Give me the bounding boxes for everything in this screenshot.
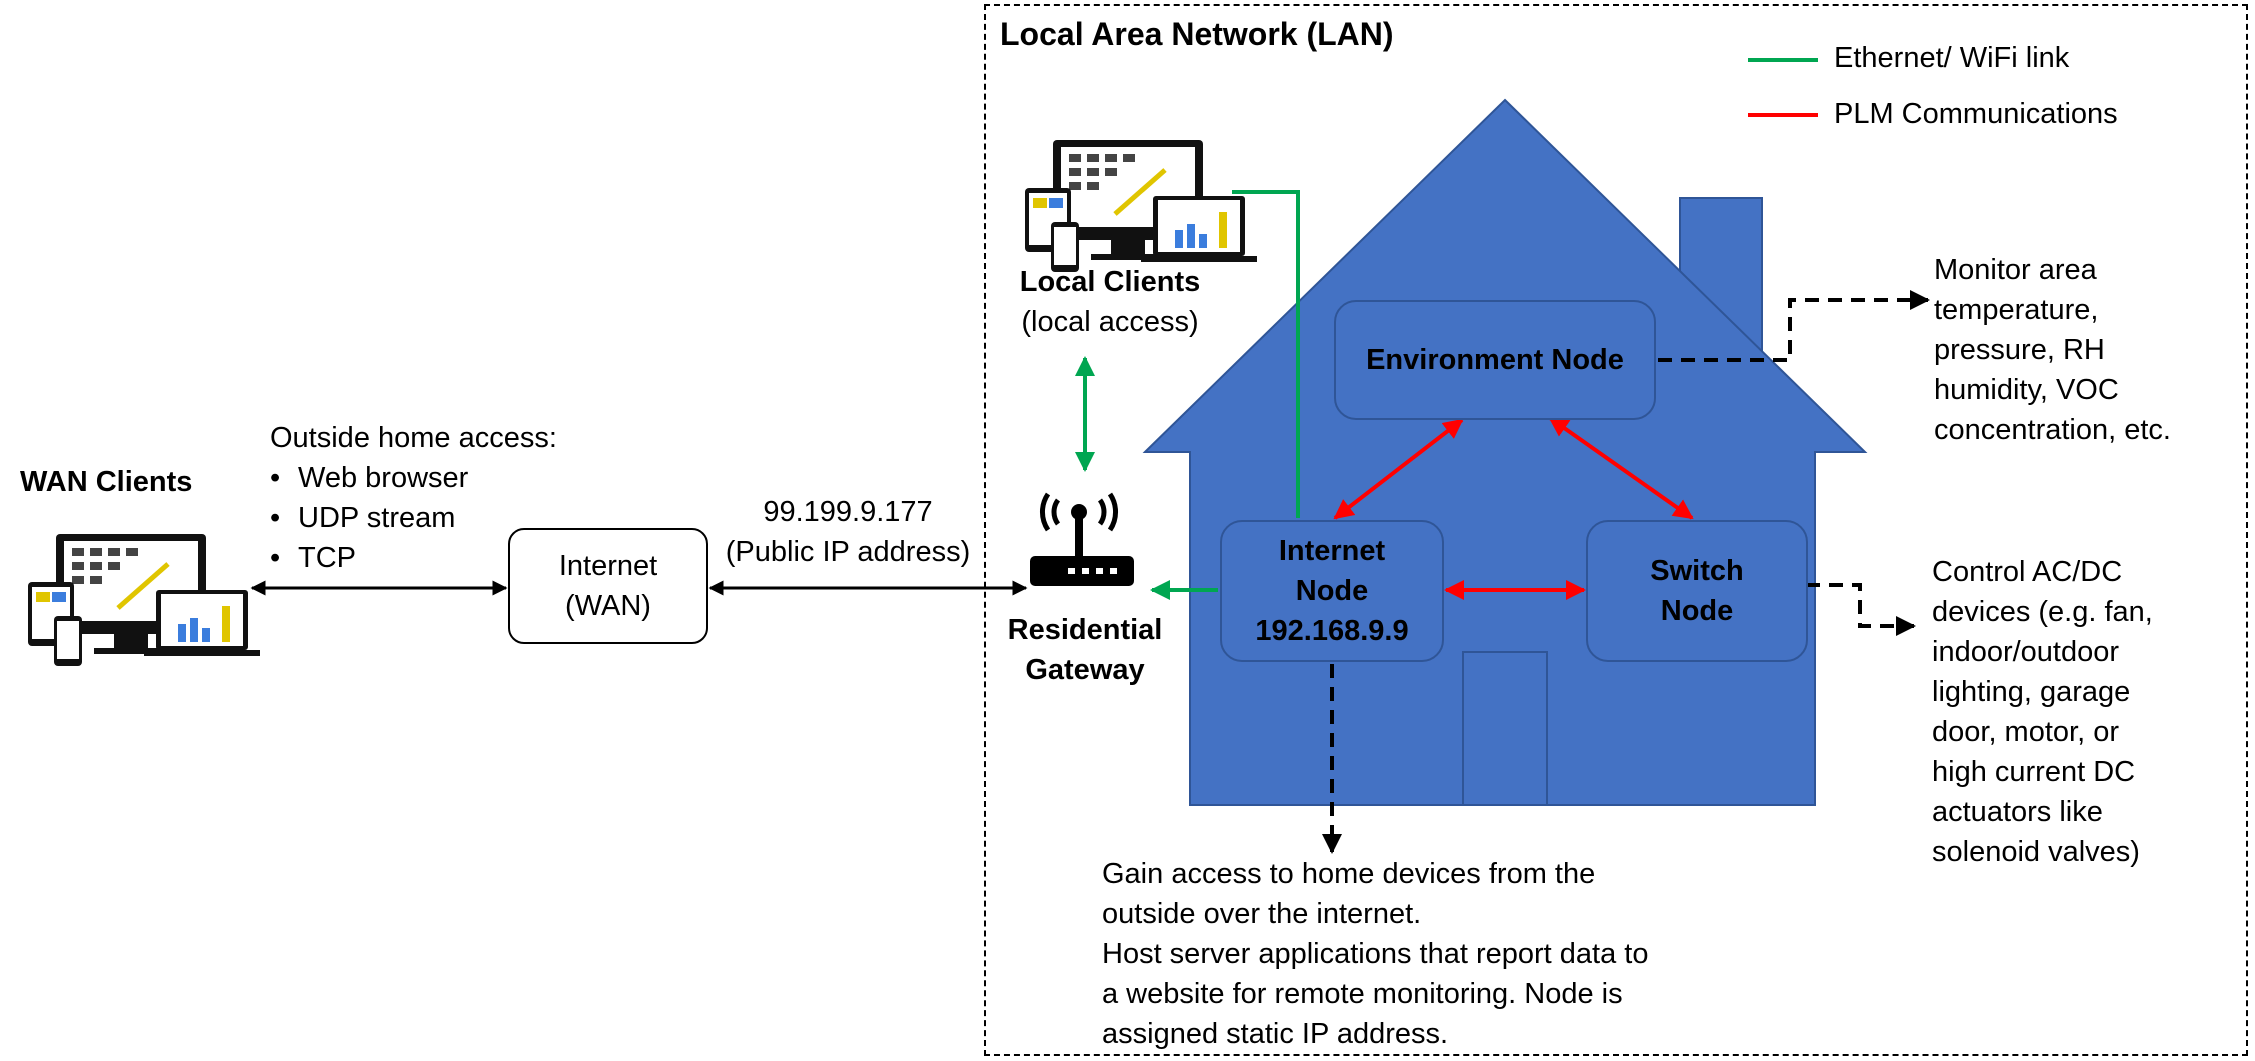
public-ip-address: 99.199.9.177 bbox=[763, 496, 933, 528]
switch-node-line1: Switch bbox=[1650, 555, 1744, 587]
house-door bbox=[1462, 651, 1548, 806]
house-shape bbox=[1142, 98, 1868, 806]
lan-title: Local Area Network (LAN) bbox=[1000, 16, 1394, 52]
internet-desc-line: Gain access to home devices from the bbox=[1102, 858, 1596, 890]
router-icon bbox=[1030, 492, 1134, 586]
legend-ethernet-label: Ethernet/ WiFi link bbox=[1834, 42, 2070, 74]
env-desc-connector bbox=[1658, 290, 1930, 362]
internet-desc-line: outside over the internet. bbox=[1102, 898, 1422, 930]
plm-link-env-internet bbox=[1333, 418, 1464, 520]
internet-node: Internet Node 192.168.9.9 bbox=[1220, 520, 1444, 662]
environment-node-label: Environment Node bbox=[1366, 344, 1624, 376]
local-devices-icon bbox=[1025, 140, 1257, 272]
internet-node-ip: 192.168.9.9 bbox=[1255, 615, 1409, 647]
internet-desc-line: Host server applications that report dat… bbox=[1102, 938, 1649, 970]
internet-node-line2: Node bbox=[1295, 575, 1369, 607]
environment-node: Environment Node bbox=[1334, 300, 1656, 420]
internet-box-line2: (WAN) bbox=[565, 590, 651, 622]
outside-access-block: Outside home access: Web browser UDP str… bbox=[270, 418, 557, 578]
env-desc-line: concentration, etc. bbox=[1934, 414, 2171, 446]
lan-boundary bbox=[984, 4, 2248, 1056]
switch-desc-connector bbox=[1806, 583, 1916, 636]
gateway-line1: Residential bbox=[1007, 614, 1163, 646]
outside-access-item: Web browser bbox=[270, 458, 557, 498]
plm-link-env-switch bbox=[1548, 416, 1694, 520]
outside-access-item: UDP stream bbox=[270, 498, 557, 538]
switch-desc-line: lighting, garage bbox=[1932, 676, 2131, 708]
wan-clients-label: WAN Clients bbox=[20, 466, 193, 498]
local-clients-sub: (local access) bbox=[1021, 306, 1199, 338]
outside-access-item: TCP bbox=[270, 538, 557, 578]
switch-desc-line: Control AC/DC bbox=[1932, 556, 2123, 588]
env-desc-line: humidity, VOC bbox=[1934, 374, 2119, 406]
local-clients-to-node-link bbox=[1232, 190, 1300, 518]
switch-node: Switch Node bbox=[1586, 520, 1808, 662]
env-desc-line: Monitor area bbox=[1934, 254, 2097, 286]
switch-desc-line: door, motor, or bbox=[1932, 716, 2119, 748]
switch-desc-line: solenoid valves) bbox=[1932, 836, 2140, 868]
switch-desc-line: devices (e.g. fan, bbox=[1932, 596, 2153, 628]
internet-node-line1: Internet bbox=[1278, 535, 1386, 567]
gateway-label: Residential Gateway bbox=[1000, 610, 1170, 690]
env-desc-line: temperature, bbox=[1934, 294, 2099, 326]
switch-description: Control AC/DC devices (e.g. fan, indoor/… bbox=[1932, 552, 2153, 872]
outside-access-title: Outside home access: bbox=[270, 422, 557, 454]
gateway-line2: Gateway bbox=[1025, 654, 1145, 686]
switch-desc-line: high current DC bbox=[1932, 756, 2136, 788]
internet-node-description: Gain access to home devices from the out… bbox=[1102, 854, 1648, 1054]
public-ip-caption: (Public IP address) bbox=[725, 536, 971, 568]
wan-devices-icon bbox=[28, 534, 260, 666]
internet-wan-box: Internet (WAN) bbox=[508, 528, 708, 644]
internet-desc-line: assigned static IP address. bbox=[1102, 1018, 1449, 1050]
env-description: Monitor area temperature, pressure, RH h… bbox=[1934, 250, 2171, 450]
switch-desc-line: actuators like bbox=[1932, 796, 2103, 828]
local-clients-title: Local Clients bbox=[1019, 266, 1201, 298]
legend-plm-label: PLM Communications bbox=[1834, 98, 2118, 130]
internet-box-line1: Internet bbox=[558, 550, 658, 582]
switch-node-line2: Node bbox=[1660, 595, 1734, 627]
local-clients-label: Local Clients (local access) bbox=[1010, 262, 1210, 342]
env-desc-line: pressure, RH bbox=[1934, 334, 2105, 366]
internet-desc-line: a website for remote monitoring. Node is bbox=[1102, 978, 1623, 1010]
switch-desc-line: indoor/outdoor bbox=[1932, 636, 2120, 668]
public-ip-label: 99.199.9.177 (Public IP address) bbox=[718, 492, 978, 572]
outside-access-list: Web browser UDP stream TCP bbox=[270, 458, 557, 578]
